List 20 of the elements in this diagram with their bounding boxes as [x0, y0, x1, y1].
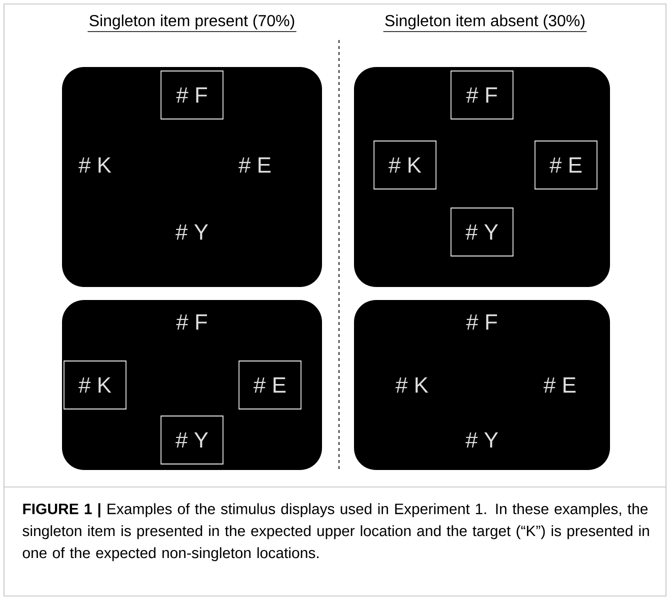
caption: FIGURE 1 | Examples of the stimulus displays used in Experiment 1. In these examples, the singleton item is presented in the expected upper location and the target (“K”) is presented in one of the expected non-singleton locations. [22, 503, 649, 562]
letter: # Y [466, 432, 498, 448]
letter: # E [238, 157, 271, 173]
boxed-letter: # E [534, 140, 598, 190]
letter: # F [466, 314, 497, 330]
letter: # F [176, 314, 207, 330]
boxed-letter: # Y [160, 416, 224, 464]
letter: # K [78, 157, 112, 173]
boxed-letter: # K [64, 360, 126, 410]
letter: # E [544, 377, 576, 393]
boxed-letter: # K [374, 140, 436, 190]
boxed-letter: # F [450, 70, 514, 120]
column-heading: Singleton item absent (30%) [382, 14, 588, 32]
column-heading: Singleton item present (70%) [87, 14, 297, 32]
display-screen [354, 67, 610, 287]
boxed-letter: # F [160, 70, 224, 120]
boxed-letter: # E [238, 360, 302, 410]
letter: # K [396, 377, 428, 393]
boxed-letter: # Y [450, 208, 514, 256]
letter: # Y [176, 224, 208, 240]
